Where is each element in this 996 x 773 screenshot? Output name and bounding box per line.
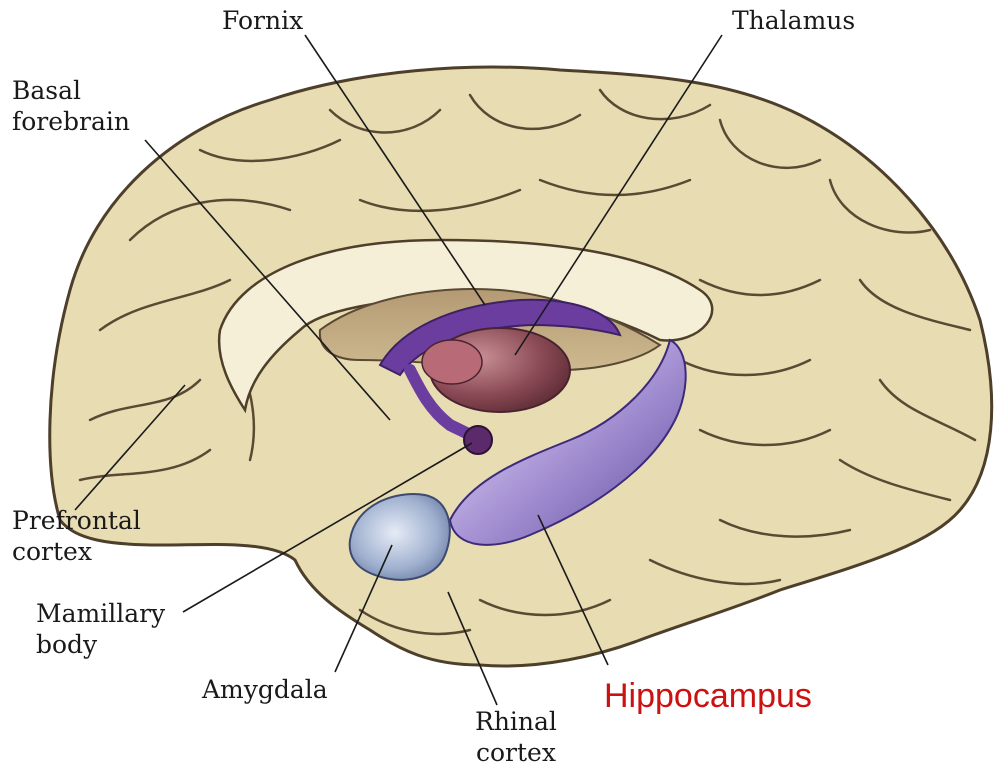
label-prefrontal-cortex-line1: Prefrontal bbox=[12, 505, 141, 536]
label-rhinal-cortex-line1: Rhinal bbox=[475, 706, 557, 737]
label-rhinal-cortex: Rhinal cortex bbox=[475, 706, 557, 768]
label-mamillary-body: Mamillary body bbox=[36, 598, 165, 660]
label-hippocampus: Hippocampus bbox=[604, 676, 812, 716]
label-prefrontal-cortex: Prefrontal cortex bbox=[12, 505, 141, 567]
label-rhinal-cortex-line2: cortex bbox=[475, 737, 557, 768]
label-prefrontal-cortex-line2: cortex bbox=[12, 536, 141, 567]
thalamus-head bbox=[422, 340, 482, 384]
label-mamillary-body-line2: body bbox=[36, 629, 165, 660]
label-basal-forebrain-line1: Basal bbox=[12, 75, 130, 106]
label-basal-forebrain-line2: forebrain bbox=[12, 106, 130, 137]
label-fornix: Fornix bbox=[222, 5, 303, 36]
label-thalamus: Thalamus bbox=[732, 5, 855, 36]
mamillary-body-structure bbox=[464, 426, 492, 454]
label-mamillary-body-line1: Mamillary bbox=[36, 598, 165, 629]
label-amygdala: Amygdala bbox=[202, 674, 328, 705]
label-basal-forebrain: Basal forebrain bbox=[12, 75, 130, 137]
